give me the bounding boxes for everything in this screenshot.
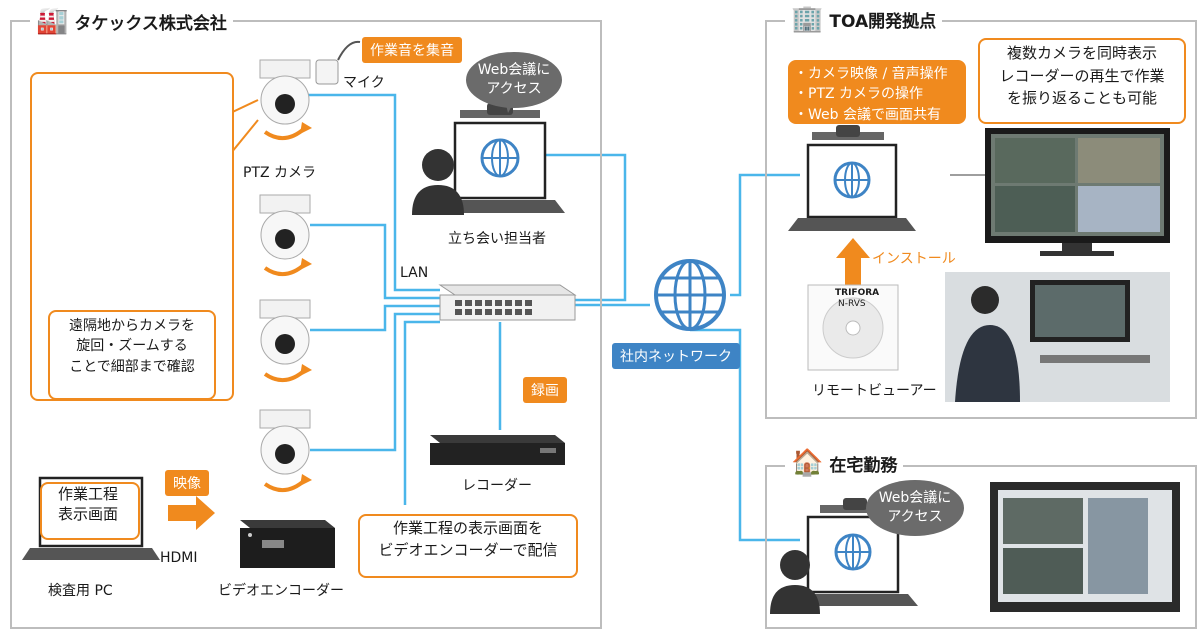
network-line-toa — [730, 173, 800, 297]
ptz-camera-4 — [259, 409, 312, 492]
ptz-camera-2 — [259, 194, 312, 276]
lan-line-camera-2 — [310, 223, 440, 300]
ptz-camera-3 — [259, 299, 312, 382]
disc-name: N-RVS — [838, 299, 866, 309]
network-line-home — [690, 328, 800, 542]
toa-laptop — [788, 125, 916, 231]
work-sound-tag: 作業音を集音 — [362, 37, 462, 63]
company-header: 🏭 タケックス株式会社 — [30, 8, 233, 34]
company-frame — [10, 20, 602, 629]
toa-monitor — [985, 128, 1170, 256]
disc-brand: TRIFORA — [835, 288, 880, 298]
inspection-pc-label: 検査用 PC — [48, 583, 113, 599]
switch-hub — [438, 284, 577, 321]
home-person-icon — [770, 550, 820, 614]
home-tablet-photo — [990, 482, 1180, 612]
video-tag: 映像 — [165, 470, 209, 496]
attendee-label: 立ち会い担当者 — [448, 231, 546, 247]
video-arrow-icon — [168, 496, 215, 530]
network-label: 社内ネットワーク — [612, 343, 740, 369]
web-meeting-bubble-1: Web会議に アクセス — [466, 52, 562, 108]
work-display-screen: 作業工程 表示画面 — [57, 485, 118, 524]
lan-line-encoder — [403, 320, 440, 505]
attendee-laptop — [435, 103, 565, 213]
factory-icon: 🏭 — [36, 6, 69, 36]
recorder-device — [430, 435, 565, 465]
home-laptop — [788, 498, 918, 606]
toa-header: 🏢 TOA開発拠点 — [785, 4, 943, 34]
multi-camera-note: 複数カメラを同時表示 レコーダーの再生で作業 を振り返ることも可能 — [978, 38, 1186, 124]
microphone-device — [315, 40, 361, 85]
lan-lines — [300, 93, 800, 542]
building-icon: 🏢 — [791, 4, 824, 34]
toa-features-note: ・カメラ映像 / 音声操作 ・PTZ カメラの操作 ・Web 会議で画面共有 — [788, 60, 966, 124]
recorder-label: レコーダー — [462, 478, 532, 494]
home-header: 🏠 在宅勤務 — [785, 448, 904, 478]
attendee-person-icon — [412, 149, 464, 215]
lan-line-camera-4 — [310, 312, 440, 452]
lan-line-camera-3 — [310, 304, 440, 332]
remote-viewer-disc — [807, 284, 899, 371]
ptz-camera-label: PTZ カメラ — [243, 165, 317, 181]
encoder-note: 作業工程の表示画面を ビデオエンコーダーで配信 — [358, 514, 578, 578]
recording-tag: 録画 — [523, 377, 567, 403]
toa-title: TOA開発拠点 — [829, 11, 937, 32]
ptz-camera-1 — [259, 59, 312, 140]
toa-office-photo — [945, 272, 1170, 402]
remote-viewer-label: リモートビューアー — [812, 383, 937, 399]
network-globe-icon — [654, 259, 726, 331]
home-frame — [765, 465, 1197, 629]
video-encoder-label: ビデオエンコーダー — [218, 583, 344, 599]
home-title: 在宅勤務 — [829, 455, 898, 476]
install-arrow-icon — [836, 238, 870, 285]
install-label: インストール — [872, 251, 956, 267]
house-icon: 🏠 — [791, 448, 824, 478]
mic-label: マイク — [343, 75, 385, 91]
video-encoder-device — [240, 520, 335, 568]
toa-frame — [765, 20, 1197, 419]
web-meeting-bubble-2: Web会議に アクセス — [866, 480, 964, 536]
company-title: タケックス株式会社 — [74, 13, 227, 34]
lan-label: LAN — [400, 265, 429, 281]
hdmi-label: HDMI — [160, 550, 198, 566]
work-display-frame — [40, 482, 140, 540]
remote-check-note: 遠隔地からカメラを 旋回・ズームする ことで細部まで確認 — [48, 310, 216, 400]
lan-line-mic — [300, 93, 440, 292]
